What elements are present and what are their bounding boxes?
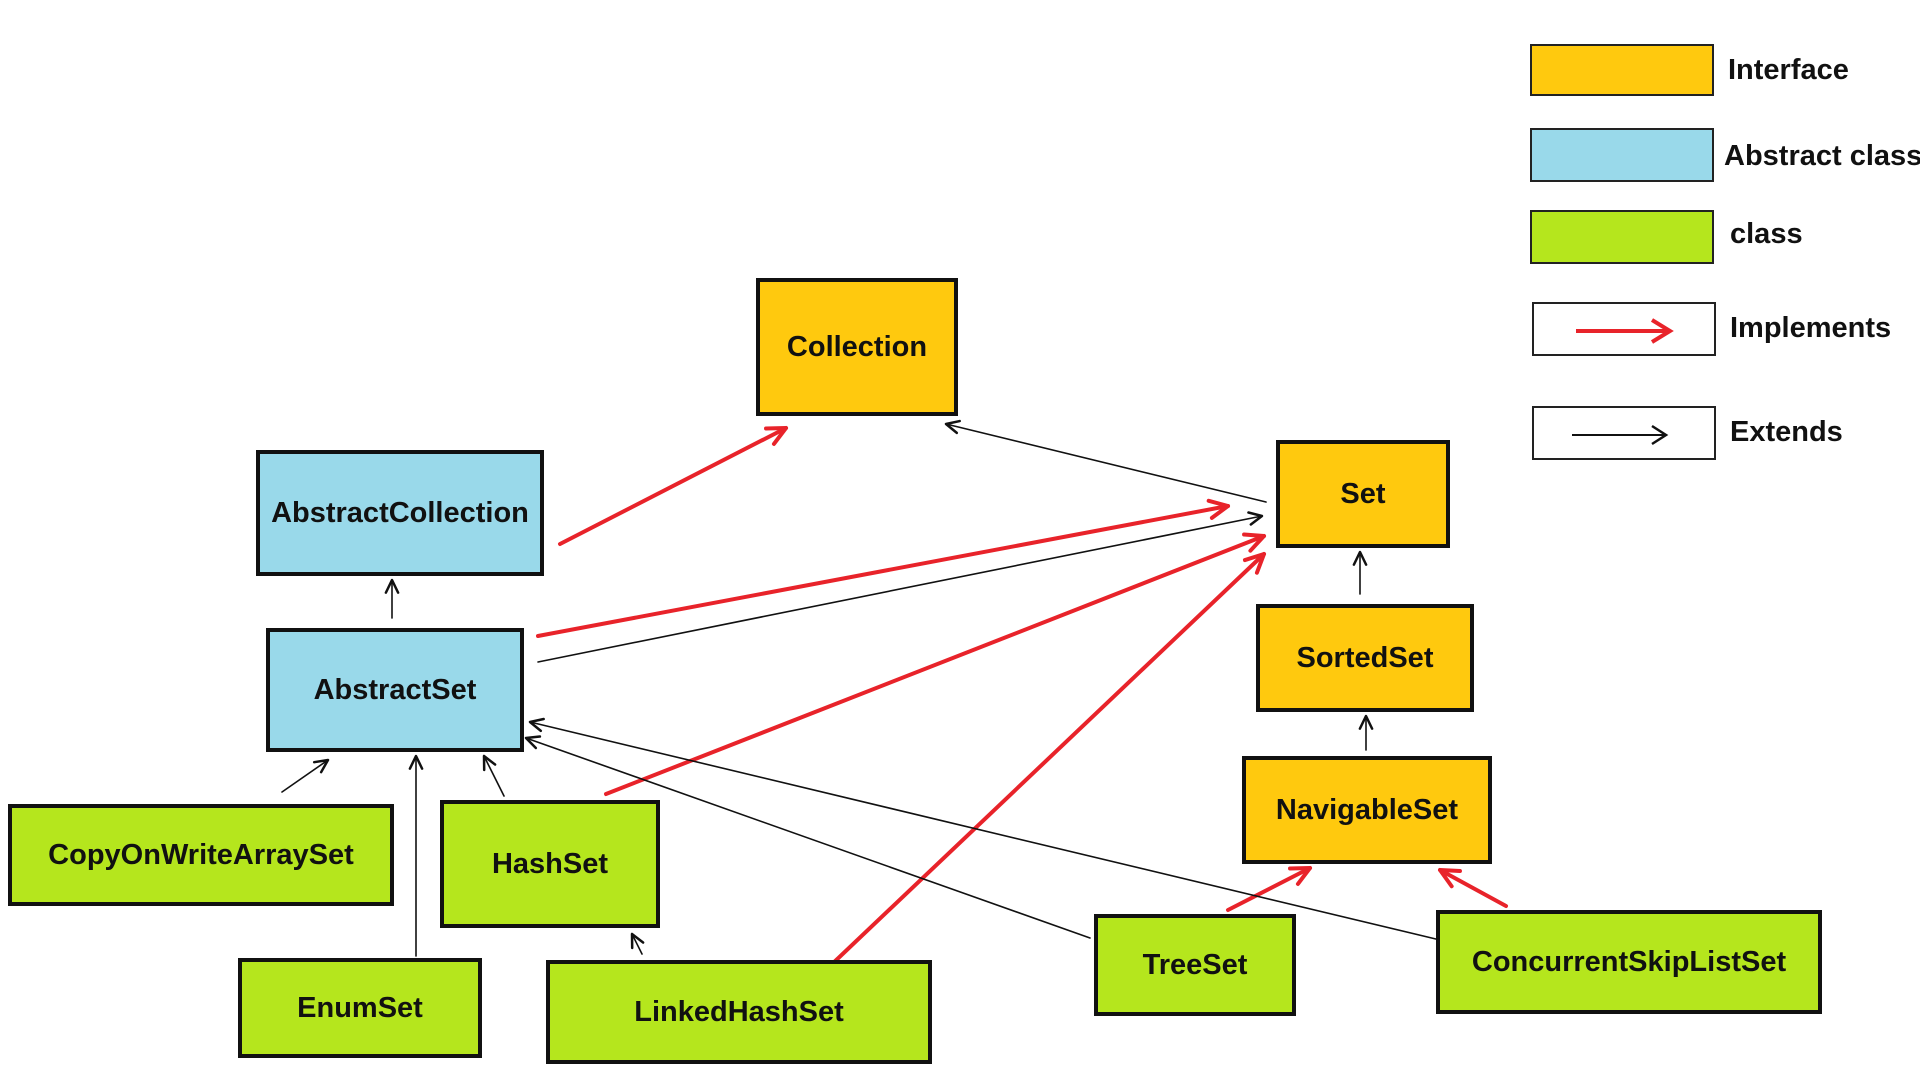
edge-line: [1438, 868, 1508, 908]
edge-extends-set-to-collection: [944, 419, 1267, 503]
edge-line: [631, 933, 643, 955]
node-hash-set-label: HashSet: [491, 847, 609, 880]
edge-arrowhead: [1247, 511, 1264, 526]
edge-arrowhead: [384, 578, 400, 594]
edge-arrowhead: [944, 419, 961, 435]
edge-implements-concurrent-skip-list-set-to-navigable-set: [1438, 868, 1508, 908]
legend-abstract-swatch: [1530, 128, 1714, 182]
edge-arrowhead: [482, 754, 497, 772]
edge-implements-abstract-collection-to-collection: [558, 426, 788, 546]
legend-interface-swatch: [1530, 44, 1714, 96]
edge-extends-tree-set-to-abstract-set: [524, 735, 1091, 939]
legend-implements-label: Implements: [1730, 312, 1892, 344]
edge-line: [537, 515, 1263, 663]
node-abstract-collection-label: AbstractCollection: [271, 496, 529, 529]
node-hash-set: HashSet: [440, 800, 660, 928]
edge-extends-enum-set-to-abstract-set: [408, 754, 424, 957]
edge-arrowhead: [408, 754, 424, 770]
node-concurrent-skip-list-set-label: ConcurrentSkipListSet: [1471, 945, 1787, 978]
node-abstract-set: AbstractSet: [266, 628, 524, 752]
legend-extends-arrow: [1572, 424, 1669, 446]
legend-abstract-label: Abstract class: [1724, 140, 1920, 172]
edge-extends-navigable-set-to-sorted-set: [1358, 714, 1374, 751]
edge-arrowhead: [764, 426, 788, 446]
legend-interface-label: Interface: [1728, 54, 1849, 86]
edge-extends-abstract-set-to-abstract-collection: [384, 578, 400, 619]
edge-extends-abstract-set-to-set: [537, 511, 1264, 663]
edge-arrowhead: [1288, 866, 1312, 886]
edge-arrowhead: [1358, 714, 1374, 730]
edge-extends-sorted-set-to-set: [1352, 550, 1368, 595]
node-sorted-set: SortedSet: [1256, 604, 1474, 712]
node-set-label: Set: [1340, 477, 1386, 510]
node-abstract-collection: AbstractCollection: [256, 450, 544, 576]
edge-extends-hash-set-to-abstract-set: [482, 754, 505, 797]
node-copy-on-write-array-set: CopyOnWriteArraySet: [8, 804, 394, 906]
edge-arrowhead: [630, 932, 645, 950]
edge-implements-hash-set-to-set: [604, 532, 1266, 796]
node-tree-set: TreeSet: [1094, 914, 1296, 1016]
edge-line: [529, 721, 1441, 941]
edge-line: [525, 737, 1091, 939]
legend-extends-swatch: [1532, 406, 1716, 460]
edge-arrowhead: [1242, 552, 1266, 575]
edge-arrowhead: [312, 758, 330, 774]
edge-implements-abstract-set-to-set: [536, 498, 1230, 638]
node-linked-hash-set-label: LinkedHashSet: [634, 995, 844, 1028]
node-linked-hash-set: LinkedHashSet: [546, 960, 932, 1064]
node-set: Set: [1276, 440, 1450, 548]
edge-extends-copy-on-write-array-set-to-abstract-set: [281, 758, 330, 793]
node-collection-label: Collection: [786, 330, 928, 363]
node-enum-set-label: EnumSet: [297, 991, 423, 1024]
edge-line: [828, 552, 1266, 968]
node-sorted-set-label: SortedSet: [1296, 641, 1434, 674]
node-copy-on-write-array-set-label: CopyOnWriteArraySet: [48, 838, 354, 871]
edge-line: [536, 504, 1230, 638]
edge-arrowhead: [1438, 868, 1462, 889]
edge-line: [604, 534, 1266, 796]
edge-arrowhead: [524, 735, 542, 750]
edge-line: [281, 759, 329, 793]
node-tree-set-label: TreeSet: [1142, 948, 1248, 981]
edge-implements-tree-set-to-navigable-set: [1226, 866, 1312, 912]
edge-arrowhead: [1206, 498, 1230, 520]
edge-line: [558, 426, 788, 546]
edge-line: [945, 423, 1267, 503]
edge-line: [483, 755, 505, 797]
edge-arrowhead: [1352, 550, 1368, 566]
node-abstract-set-label: AbstractSet: [313, 673, 477, 706]
node-collection: Collection: [756, 278, 958, 416]
edge-arrowhead: [1242, 532, 1266, 553]
node-navigable-set: NavigableSet: [1242, 756, 1492, 864]
edge-extends-linked-hash-set-to-hash-set: [630, 932, 645, 955]
edge-line: [1226, 866, 1312, 912]
edge-implements-linked-hash-set-to-set: [828, 552, 1266, 968]
legend-class-label: class: [1730, 218, 1803, 250]
edge-arrowhead: [528, 717, 545, 733]
edge-extends-concurrent-skip-list-set-to-abstract-set: [528, 717, 1441, 941]
legend-extends-label: Extends: [1730, 416, 1843, 448]
legend-implements-swatch: [1532, 302, 1716, 356]
node-navigable-set-label: NavigableSet: [1275, 793, 1459, 826]
legend-class-swatch: [1530, 210, 1714, 264]
node-enum-set: EnumSet: [238, 958, 482, 1058]
legend-implements-arrow: [1576, 318, 1674, 344]
node-concurrent-skip-list-set: ConcurrentSkipListSet: [1436, 910, 1822, 1014]
